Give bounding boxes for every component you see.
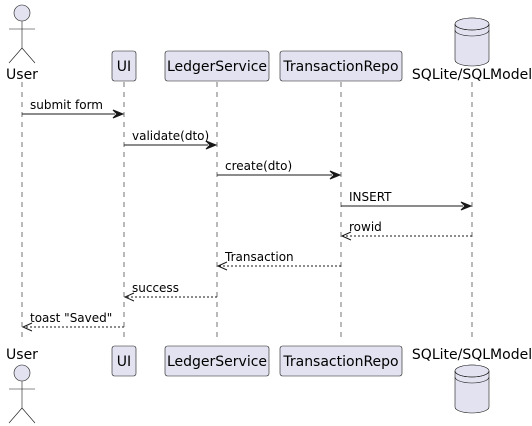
message-label: submit form xyxy=(30,98,103,112)
messages: submit form validate(dto) create(dto) INSER… xyxy=(21,98,473,332)
participant-box-ui-top xyxy=(111,50,137,82)
message-label: validate(dto) xyxy=(132,129,209,143)
message-6: Transaction xyxy=(216,250,341,271)
message-label: toast "Saved" xyxy=(30,311,112,325)
participant-label-repo-bottom: TransactionRepo xyxy=(282,354,398,370)
message-label: INSERT xyxy=(349,190,392,204)
actor-icon xyxy=(8,4,36,64)
message-5: rowid xyxy=(340,220,472,241)
arrowhead-open xyxy=(340,231,352,241)
participants-bottom: User UI LedgerService TransactionRepo SQLite… xyxy=(6,345,532,424)
participant-label-ui-bottom: UI xyxy=(117,354,131,370)
participant-label-user-bottom: User xyxy=(6,347,38,363)
database-icon xyxy=(454,364,490,414)
participant-label-ui-top: UI xyxy=(117,59,131,75)
participant-box-ui-bottom xyxy=(111,345,137,377)
arrowhead-open xyxy=(216,261,228,271)
message-8: toast "Saved" xyxy=(21,311,124,332)
message-2: validate(dto) xyxy=(124,129,218,150)
message-label: create(dto) xyxy=(225,159,292,173)
arrowhead-open xyxy=(21,322,33,332)
message-3: create(dto) xyxy=(217,159,342,180)
arrowhead-open xyxy=(123,292,135,302)
participant-label-repo-top: TransactionRepo xyxy=(282,59,398,75)
arrowhead-filled xyxy=(205,140,218,150)
actor-icon xyxy=(8,364,36,424)
participant-label-ledger-bottom: LedgerService xyxy=(167,354,267,370)
message-1: submit form xyxy=(22,98,125,119)
message-label: Transaction xyxy=(224,250,294,264)
database-icon xyxy=(454,17,490,67)
arrowhead-filled xyxy=(112,109,125,119)
message-label: success xyxy=(132,281,179,295)
participant-label-ledger-top: LedgerService xyxy=(167,59,267,75)
participant-box-ledger-top xyxy=(164,50,270,82)
participant-label-user-top: User xyxy=(6,67,38,83)
arrowhead-filled xyxy=(329,170,342,180)
participant-label-db-bottom: SQLite/SQLModel xyxy=(412,347,532,363)
message-label: rowid xyxy=(349,220,382,234)
participant-label-db-top: SQLite/SQLModel xyxy=(412,67,532,83)
participant-box-repo-top xyxy=(279,50,403,82)
participant-box-ledger-bottom xyxy=(164,345,270,377)
lifelines xyxy=(21,82,473,340)
message-4: INSERT xyxy=(341,190,473,211)
arrowhead-filled xyxy=(460,201,473,211)
message-7: success xyxy=(123,281,217,302)
participant-box-repo-bottom xyxy=(279,345,403,377)
